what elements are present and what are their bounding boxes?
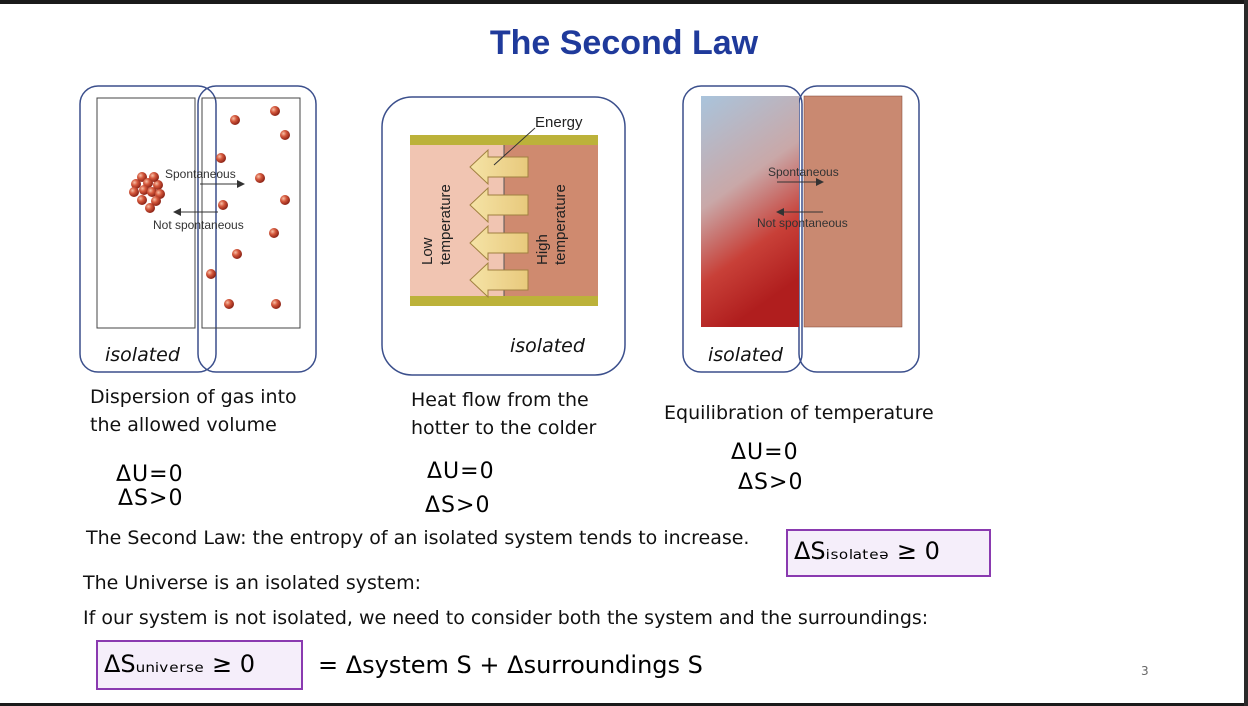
- gas-particle: [224, 299, 234, 309]
- gas-dispersion-diagram: Spontaneous Not spontaneous isolated: [79, 85, 317, 373]
- bottom-wall: [410, 296, 598, 306]
- spontaneous-label: Spontaneous: [768, 165, 839, 179]
- gas-particle: [206, 269, 216, 279]
- gas-particle: [280, 195, 290, 205]
- gas-particle: [270, 106, 280, 116]
- isolated-label: isolated: [105, 344, 181, 366]
- handwritten-delta-s-3: ΔS>0: [738, 470, 804, 495]
- equilibration-diagram: Spontaneous Not spontaneous isolated: [682, 85, 920, 373]
- heat-arrow: [469, 186, 529, 224]
- gas-particle: [145, 203, 155, 213]
- handwritten-delta-s-2: ΔS>0: [425, 493, 491, 518]
- caption-line: the allowed volume: [90, 414, 277, 436]
- left-isolation-boundary: [682, 85, 803, 373]
- isolated-label: isolated: [510, 335, 586, 357]
- caption-line: Dispersion of gas into: [90, 386, 297, 408]
- caption-equilibration: Equilibration of temperature: [664, 399, 934, 427]
- gas-particle: [139, 185, 149, 195]
- handwritten-delta-u-2: ΔU=0: [427, 459, 495, 484]
- non-isolated-statement: If our system is not isolated, we need t…: [83, 607, 929, 629]
- right-isolation-boundary: [197, 85, 317, 373]
- gas-particle: [137, 195, 147, 205]
- high-temp-label-line1: High: [534, 234, 551, 265]
- energy-pointer: [493, 127, 536, 166]
- gas-particle: [230, 115, 240, 125]
- left-isolation-boundary: [79, 85, 217, 373]
- low-temp-label-line1: Low: [419, 237, 436, 265]
- heat-arrow: [469, 148, 529, 186]
- universe-inequality: ΔSᵤₙᵢᵥₑᵣₛₑ ≥ 0: [104, 650, 256, 678]
- gas-cluster: [129, 172, 165, 213]
- right-chamber: [201, 97, 301, 329]
- spontaneous-label: Spontaneous: [165, 167, 236, 181]
- gas-particle: [216, 153, 226, 163]
- heat-arrow: [469, 224, 529, 262]
- heat-arrow: [469, 261, 529, 299]
- universe-inequality-box: ΔSᵤₙᵢᵥₑᵣₛₑ ≥ 0: [96, 640, 303, 690]
- gas-particle: [232, 249, 242, 259]
- caption-line: Heat flow from the: [411, 389, 589, 411]
- handwritten-delta-s-1: ΔS>0: [118, 486, 184, 511]
- second-law-statement: The Second Law: the entropy of an isolat…: [86, 527, 750, 549]
- top-wall: [410, 135, 598, 145]
- gas-particle: [147, 187, 157, 197]
- gas-particle: [153, 180, 163, 190]
- isolated-inequality: ΔSᵢₛₒₗₐₜₑₔ ≥ 0: [794, 537, 940, 565]
- high-temp-label-line2: temperature: [552, 184, 569, 265]
- isolated-inequality-box: ΔSᵢₛₒₗₐₜₑₔ ≥ 0: [786, 529, 991, 577]
- not-spontaneous-label: Not spontaneous: [153, 218, 244, 232]
- window-top-border: [0, 0, 1248, 4]
- caption-gas-dispersion: Dispersion of gas into the allowed volum…: [90, 383, 297, 439]
- caption-heat-flow: Heat flow from the hotter to the colder: [411, 386, 596, 442]
- heat-flow-diagram: Energy Low temperature High temperature …: [381, 96, 626, 376]
- isolation-boundary: [381, 96, 626, 376]
- gas-particle: [129, 187, 139, 197]
- isolated-label: isolated: [708, 344, 784, 366]
- caption-line: Equilibration of temperature: [664, 402, 934, 424]
- gas-particle: [151, 196, 161, 206]
- window-bottom-border: [0, 703, 1248, 706]
- slide-number: 3: [1141, 664, 1149, 678]
- gas-particle: [149, 172, 159, 182]
- slide-title: The Second Law: [489, 24, 759, 62]
- gas-particle: [269, 228, 279, 238]
- gas-particle: [131, 179, 141, 189]
- gas-particle: [255, 173, 265, 183]
- low-temp-label-line2: temperature: [437, 184, 454, 265]
- left-chamber: [96, 97, 196, 329]
- heat-arrows: [469, 148, 529, 299]
- universe-statement: The Universe is an isolated system:: [83, 572, 421, 594]
- handwritten-delta-u-3: ΔU=0: [731, 440, 799, 465]
- not-spontaneous-label: Not spontaneous: [757, 216, 848, 230]
- caption-line: hotter to the colder: [411, 417, 597, 439]
- gas-particle: [280, 130, 290, 140]
- energy-label: Energy: [535, 114, 583, 131]
- handwritten-delta-u-1: ΔU=0: [116, 462, 184, 487]
- universe-sum: = Δsystem S + Δsurroundings S: [318, 651, 703, 679]
- gas-particle: [271, 299, 281, 309]
- window-right-border: [1244, 0, 1248, 706]
- gas-particle: [218, 200, 228, 210]
